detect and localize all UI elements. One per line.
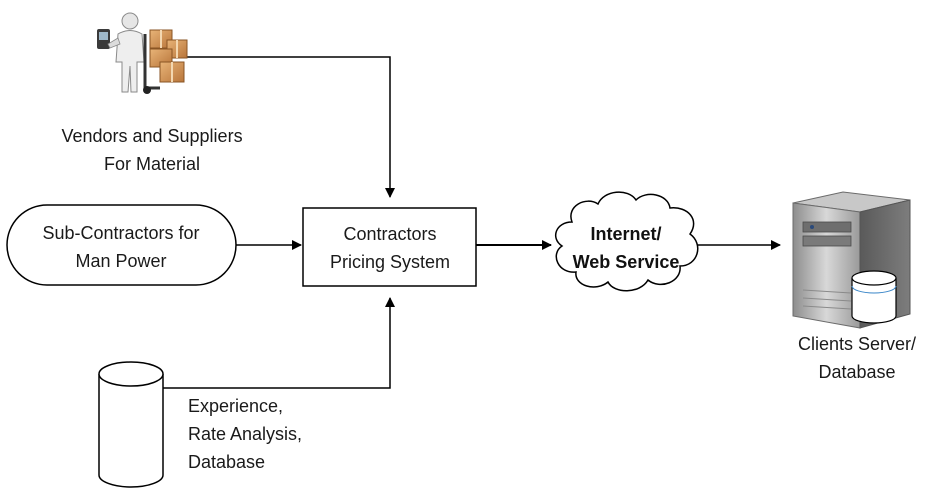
clients-label-line2: Database	[818, 362, 895, 382]
cloud-icon	[554, 191, 699, 292]
database-cylinder-icon	[98, 361, 164, 488]
internet-label-line1: Internet/	[590, 224, 661, 244]
subcontractors-node: Sub-Contractors for Man Power	[6, 204, 237, 286]
worker-with-boxes-icon	[97, 12, 188, 94]
clients-label-line1: Clients Server/	[798, 334, 916, 354]
experience-label-line2: Rate Analysis,	[188, 424, 302, 444]
subcontractors-label-line1: Sub-Contractors for	[42, 223, 199, 243]
arrow-database-to-pricing	[163, 297, 395, 389]
pricing-system-node: Contractors Pricing System	[302, 207, 477, 287]
pricing-system-box	[302, 207, 477, 287]
arrow-vendors-to-pricing	[186, 56, 395, 198]
connectors	[163, 56, 781, 389]
pricing-system-label-line2: Pricing System	[330, 252, 450, 272]
vendors-label-line1: Vendors and Suppliers	[61, 126, 242, 146]
vendors-label-line2: For Material	[104, 154, 200, 174]
server-database-icon	[851, 270, 897, 324]
subcontractors-shape	[6, 204, 237, 286]
internet-label-line2: Web Service	[573, 252, 680, 272]
pricing-system-label-line1: Contractors	[343, 224, 436, 244]
experience-label-line3: Database	[188, 452, 265, 472]
experience-label-line1: Experience,	[188, 396, 283, 416]
internet-node: Internet/ Web Service	[554, 191, 699, 292]
subcontractors-label-line2: Man Power	[75, 251, 166, 271]
